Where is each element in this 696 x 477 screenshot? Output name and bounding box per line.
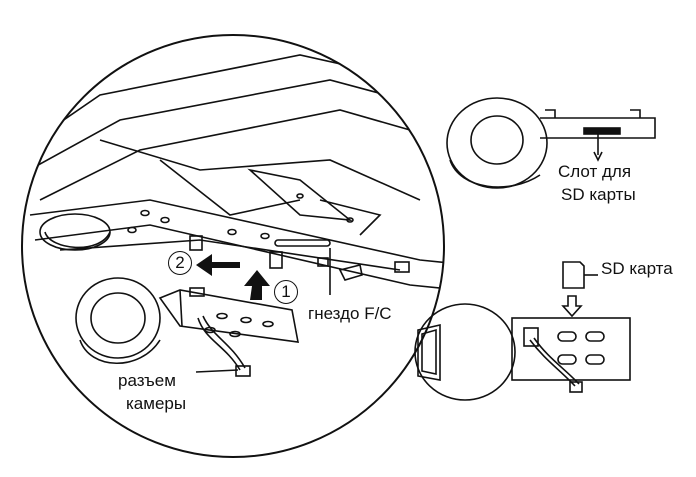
step2-number: 2 — [175, 253, 185, 272]
camera-module-main — [75, 248, 331, 377]
sd-slot-label-line1: Слот для — [558, 162, 632, 181]
fc-socket-label: гнездо F/C — [308, 304, 392, 323]
sd-slot-inset — [446, 97, 656, 189]
step1-badge: 1 — [274, 280, 298, 304]
camera-connector-label-line2: камеры — [126, 394, 187, 413]
sd-card-label: SD карта — [601, 259, 673, 278]
camera-connector-label-line1: разъем — [118, 371, 176, 390]
arrow-step1 — [244, 270, 270, 300]
drone-underside-view — [22, 54, 444, 291]
arrow-step2 — [196, 254, 240, 276]
magnifier-circle — [21, 34, 445, 458]
sd-card-inset — [414, 261, 631, 401]
step1-number: 1 — [281, 282, 291, 301]
step2-badge: 2 — [168, 251, 192, 275]
sd-slot-label-line2: SD карты — [561, 185, 636, 204]
